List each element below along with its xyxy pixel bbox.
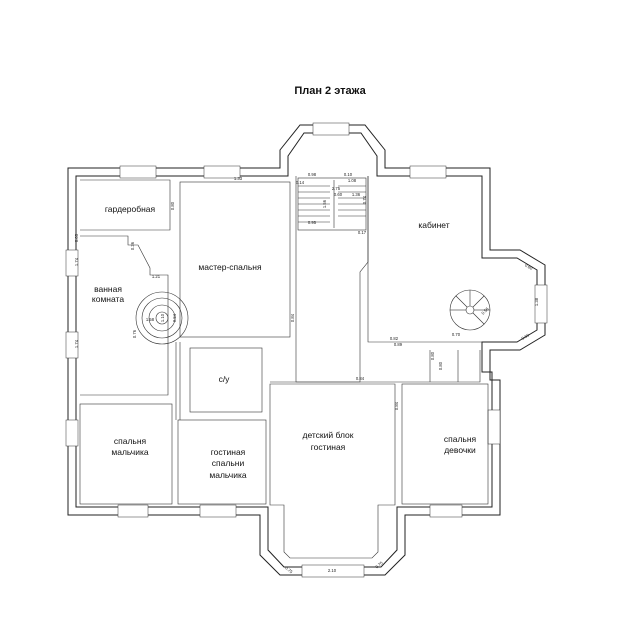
- dimension-label: 0.95: [308, 220, 317, 225]
- dimension-label: 1.33: [234, 176, 243, 181]
- dimension-label: 0.17: [358, 230, 367, 235]
- dimension-labels: 1.33 0.80 0.05 0.36 1.74 1.21 1.74 1.58 …: [74, 172, 539, 575]
- room-label-bathroom-2: комната: [92, 294, 124, 304]
- room-label-boy-living-2: спальни: [212, 458, 245, 468]
- dimension-label: 0.14: [296, 180, 305, 185]
- dimension-label: 1.08: [348, 178, 357, 183]
- outer-walls: [67, 124, 546, 576]
- staircase: [297, 177, 367, 231]
- dimension-label: 0.70: [452, 332, 461, 337]
- room-label-boy-bedroom-2: мальчика: [111, 447, 148, 457]
- room-label-boy-bedroom-1: спальня: [114, 436, 147, 446]
- dimension-label: 0.60: [520, 332, 530, 341]
- dimension-label: 0.54: [172, 313, 177, 322]
- spiral-staircase: [449, 289, 491, 331]
- room-label-boy-living-3: мальчика: [209, 470, 246, 480]
- dimension-label: 0.80: [438, 361, 443, 370]
- room-label-master-bedroom: мастер-спальня: [198, 262, 262, 272]
- dimension-label: 0.89: [394, 342, 403, 347]
- dimension-label: 0.56: [480, 306, 490, 316]
- round-bathtub: [135, 291, 189, 345]
- interior-walls: [79, 176, 489, 559]
- dimension-label: 1.74: [74, 339, 79, 348]
- dimension-label: 0.84: [290, 313, 295, 322]
- dimension-label: 0.05: [74, 233, 79, 242]
- dimension-label: 1.21: [152, 274, 161, 279]
- room-label-kids-block-2: гостиная: [311, 442, 346, 452]
- windows: [65, 122, 548, 578]
- dimension-label: 0.82: [390, 336, 399, 341]
- dimension-label: 0.75: [374, 560, 384, 570]
- plan-title: План 2 этажа: [294, 85, 366, 97]
- dimension-label: 1.10: [160, 313, 165, 322]
- dimension-label: 1.56: [322, 199, 327, 208]
- dimension-label: 0.98: [308, 172, 317, 177]
- dimension-label: 2.75: [332, 186, 341, 191]
- dimension-label: 1.58: [146, 317, 155, 322]
- room-label-girl-bedroom-2: девочки: [444, 445, 476, 455]
- room-label-girl-bedroom-1: спальня: [444, 434, 477, 444]
- room-label-bathroom-1: ванная: [94, 284, 122, 294]
- room-labels: гардеробная ванная комната мастер-спальн…: [92, 204, 477, 480]
- room-label-wardrobe: гардеробная: [105, 204, 156, 214]
- room-label-office: кабинет: [418, 220, 449, 230]
- dimension-label: 0.10: [344, 172, 353, 177]
- room-label-kids-block-1: детский блок: [302, 430, 353, 440]
- dimension-label: 0.60: [524, 262, 534, 271]
- room-label-wc: с/у: [219, 374, 231, 384]
- dimension-label: 0.76: [132, 329, 137, 338]
- dimension-label: 0.80: [430, 351, 435, 360]
- dimension-label: 1.38: [534, 297, 539, 306]
- dimension-label: 0.74: [362, 195, 367, 204]
- dimension-label: 0.36: [130, 241, 135, 250]
- dimension-label: 0.84: [356, 376, 365, 381]
- dimension-label: 0.80: [170, 201, 175, 210]
- dimension-label: 0.60: [334, 192, 343, 197]
- dimension-label: 0.84: [394, 401, 399, 410]
- dimension-label: 1.36: [352, 192, 361, 197]
- room-label-boy-living-1: гостиная: [211, 447, 246, 457]
- dimension-label: 2.10: [328, 568, 337, 573]
- dimension-label: 0.75: [284, 565, 294, 575]
- dimension-label: 1.74: [74, 257, 79, 266]
